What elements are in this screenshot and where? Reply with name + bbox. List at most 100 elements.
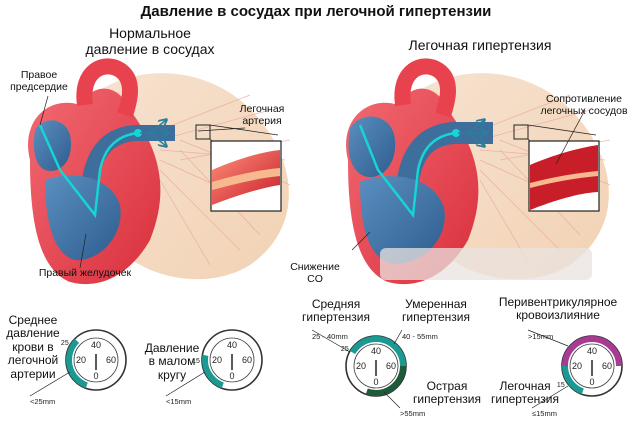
label-right-ventricle: Правый желудочек bbox=[38, 267, 132, 279]
moderate-bottom-line2: гипертензия bbox=[412, 392, 482, 407]
hemorrhage-top-range: >15mm bbox=[528, 332, 554, 341]
blood-flow-line bbox=[38, 124, 139, 219]
hemorrhage-bottom-label: Легочная гипертензия bbox=[490, 379, 560, 407]
mean-pa-line3: крови в bbox=[12, 339, 54, 354]
normal-heart bbox=[28, 58, 291, 285]
hemorrhage-top-line1: Перивентрикулярное bbox=[498, 295, 618, 309]
gauge-mean-pa: 40 20 60 0 25 bbox=[61, 329, 127, 391]
gauge-moderate-arc-2 bbox=[365, 365, 406, 396]
label-resistance-line1: Сопротивление bbox=[545, 93, 623, 105]
gauge-mean-pa-arc-0 bbox=[66, 338, 88, 389]
page-title: Давление в сосудах при легочной гипертен… bbox=[140, 3, 492, 20]
gauge-mean-pa-tick-top: 40 bbox=[91, 340, 101, 350]
mean-pa-line5: артерии bbox=[10, 366, 56, 381]
mean-pa-line1: Среднее bbox=[8, 313, 58, 327]
leader-hemorrhage-bottom bbox=[531, 385, 569, 409]
pa-arrow-3 bbox=[149, 132, 166, 146]
gauge-moderate-arc-1 bbox=[375, 336, 406, 367]
moderate-bottom-line1: Острая bbox=[426, 379, 468, 393]
gauge-hemorrhage-tick-top: 40 bbox=[587, 346, 597, 356]
leader-moderate-bottom bbox=[383, 391, 401, 409]
gauge-hemorrhage-tick-right: 60 bbox=[602, 361, 612, 371]
moderate-left-range: 25 - 40mm bbox=[312, 332, 348, 341]
label-resistance: Сопротивление легочных сосудов bbox=[540, 93, 628, 118]
gauge-pulm-circ-limit-tick: 15 bbox=[192, 358, 200, 365]
gauge-hemorrhage-arc-1 bbox=[562, 365, 584, 395]
gauge-moderate-tick-top: 40 bbox=[371, 346, 381, 356]
normal-caption-line2: давление в сосудах bbox=[85, 40, 215, 57]
gauge-moderate-limit-tick: 25 bbox=[341, 346, 349, 353]
gauge-moderate-tick-right: 60 bbox=[386, 361, 396, 371]
zoom-box-small bbox=[195, 124, 211, 140]
moderate-right-range: 40 - 55mm bbox=[402, 332, 438, 341]
hypertension-heart bbox=[346, 58, 611, 285]
hemorrhage-top-line2: кровоизлияние bbox=[516, 308, 600, 323]
gauge-hemorrhage-tick-left: 20 bbox=[572, 361, 582, 371]
gauge-pulm-circ-tick-top: 40 bbox=[227, 340, 237, 350]
right-ventricle bbox=[45, 175, 121, 261]
gauge-mean-pa-tick-left: 20 bbox=[76, 355, 86, 365]
moderate-right-line2: гипертензия bbox=[401, 310, 471, 325]
gauge-moderate: 40 20 60 0 25 bbox=[341, 335, 407, 397]
mean-pa-range: <25mm bbox=[30, 397, 56, 406]
gauge-mean-pa-tick-bottom: 0 bbox=[93, 371, 98, 381]
normal-caption: Нормальное давление в сосудах bbox=[60, 25, 240, 57]
label-right-atrium: Правое предсердие bbox=[4, 69, 74, 94]
label-reduced-co-line2: CO bbox=[307, 272, 323, 285]
label-right-atrium-line2: предсердие bbox=[10, 80, 68, 93]
hemorrhage-top-label: Перивентрикулярное кровоизлияние bbox=[486, 295, 630, 323]
blurred-strip bbox=[380, 248, 592, 280]
label-reduced-co-line1: Снижение bbox=[290, 261, 340, 273]
hypertension-caption: Легочная гипертензия bbox=[408, 37, 552, 53]
mean-pa-line4: легочной bbox=[7, 353, 59, 368]
moderate-left-label: Средняя гипертензия bbox=[296, 297, 376, 325]
normal-caption-line1: Нормальное bbox=[109, 25, 191, 41]
gauge-moderate-arc-0 bbox=[350, 336, 377, 355]
pulm-circ-line1: Давление bbox=[144, 341, 200, 355]
gauge-pulm-circ-tick-bottom: 0 bbox=[229, 371, 234, 381]
gauge-hemorrhage-limit-tick: 15 bbox=[557, 382, 565, 389]
label-pulmonary-artery-line2: артерия bbox=[242, 114, 282, 127]
gauge-moderate-tick-bottom: 0 bbox=[373, 377, 378, 387]
gauge-pulm-circ-tick-right: 60 bbox=[242, 355, 252, 365]
hemorrhage-bottom-range: ≤15mm bbox=[532, 409, 557, 418]
label-right-atrium-line1: Правое bbox=[20, 69, 58, 81]
pa-arrow-2 bbox=[149, 120, 166, 134]
leader-hemorrhage-top bbox=[527, 329, 569, 347]
hemorrhage-bottom-line1: Легочная bbox=[499, 379, 551, 393]
gauges: 40 20 60 0 25 40 20 60 0 15 40 20 60 0 25 40 20 60 0 15 bbox=[29, 329, 623, 409]
gauge-hemorrhage-arc-0 bbox=[562, 336, 622, 367]
label-reduced-co: Снижение CO bbox=[282, 261, 348, 286]
gauge-pulm-circ: 40 20 60 0 15 bbox=[192, 329, 263, 391]
flow-dot bbox=[134, 129, 142, 137]
moderate-left-line1: Средняя bbox=[311, 297, 361, 311]
leader-moderate-right bbox=[393, 329, 403, 345]
gauge-mean-pa-tick-right: 60 bbox=[106, 355, 116, 365]
pulm-circ-line2: в малом bbox=[148, 354, 196, 369]
leader-mean-pa bbox=[29, 371, 71, 397]
gauge-pulm-circ-arc-0 bbox=[202, 354, 224, 389]
gauge-moderate-tick-left: 20 bbox=[356, 361, 366, 371]
hemorrhage-bottom-line2: гипертензия bbox=[490, 392, 560, 407]
pulm-circ-line3: кругу bbox=[157, 367, 187, 382]
label-resistance-line2: легочных сосудов bbox=[540, 104, 628, 117]
aorta-arch bbox=[76, 58, 138, 118]
mean-pa-line2: давление bbox=[6, 326, 60, 341]
pulm-circ-label: Давление в малом кругу bbox=[136, 341, 208, 382]
gauge-mean-pa-limit-tick: 25 bbox=[61, 340, 69, 347]
leader-moderate-left bbox=[311, 329, 351, 353]
moderate-right-label: Умеренная гипертензия bbox=[396, 297, 476, 325]
leader-pulm-circ bbox=[165, 371, 206, 397]
moderate-bottom-range: >55mm bbox=[400, 409, 426, 418]
label-pulmonary-artery: Легочная артерия bbox=[232, 103, 292, 128]
gauge-pulm-circ-tick-left: 20 bbox=[212, 355, 222, 365]
mean-pa-label: Среднее давление крови в легочной артери… bbox=[0, 313, 66, 381]
moderate-left-line2: гипертензия bbox=[301, 310, 371, 325]
pulm-circ-range: <15mm bbox=[166, 397, 192, 406]
gauge-hemorrhage-tick-bottom: 0 bbox=[589, 377, 594, 387]
gauge-hemorrhage: 40 20 60 0 15 bbox=[557, 335, 623, 397]
moderate-bottom-label: Острая гипертензия bbox=[412, 379, 482, 407]
moderate-right-line1: Умеренная bbox=[405, 297, 467, 311]
label-pulmonary-artery-line1: Легочная bbox=[239, 103, 285, 115]
